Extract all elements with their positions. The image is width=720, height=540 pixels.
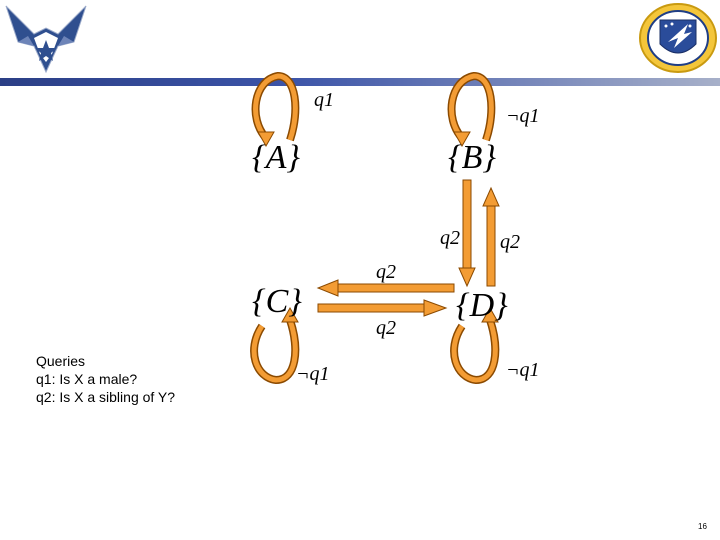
state-c-label: {C} (252, 283, 302, 320)
afit-seal-icon (638, 2, 718, 74)
arrow-b-to-d (458, 179, 476, 288)
edge-label-b-to-d: q2 (440, 227, 460, 249)
edge-label-c-to-d: q2 (376, 317, 396, 339)
state-b-label: {B} (448, 139, 496, 176)
edge-label-d-to-c: q2 (376, 261, 396, 283)
query-q1: q1: Is X a male? (36, 371, 138, 387)
arrow-c-to-d (317, 299, 448, 317)
loop-d-arrow (450, 306, 500, 385)
state-a-label: {A} (252, 139, 300, 176)
slide-number: 16 (698, 522, 707, 531)
arrow-d-to-c (316, 279, 455, 297)
queries-heading: Queries (36, 353, 86, 369)
loop-b-arrow (447, 71, 496, 148)
state-d-label: {D} (456, 287, 508, 324)
queries-block: Queries q1: Is X a male? q2: Is X a sibl… (36, 352, 175, 406)
arrow-d-to-b (482, 186, 500, 287)
edge-label-c-loop: ¬q1 (296, 363, 330, 385)
header-bar (0, 78, 720, 86)
edge-label-d-loop: ¬q1 (506, 359, 540, 381)
edge-label-b-loop: ¬q1 (506, 105, 540, 127)
query-q2: q2: Is X a sibling of Y? (36, 389, 176, 405)
edge-label-a-loop: q1 (314, 89, 334, 111)
air-force-logo-icon (4, 2, 88, 78)
loop-a-arrow (251, 71, 300, 148)
loop-c-arrow (250, 306, 300, 385)
edge-label-d-to-b: q2 (500, 231, 520, 253)
